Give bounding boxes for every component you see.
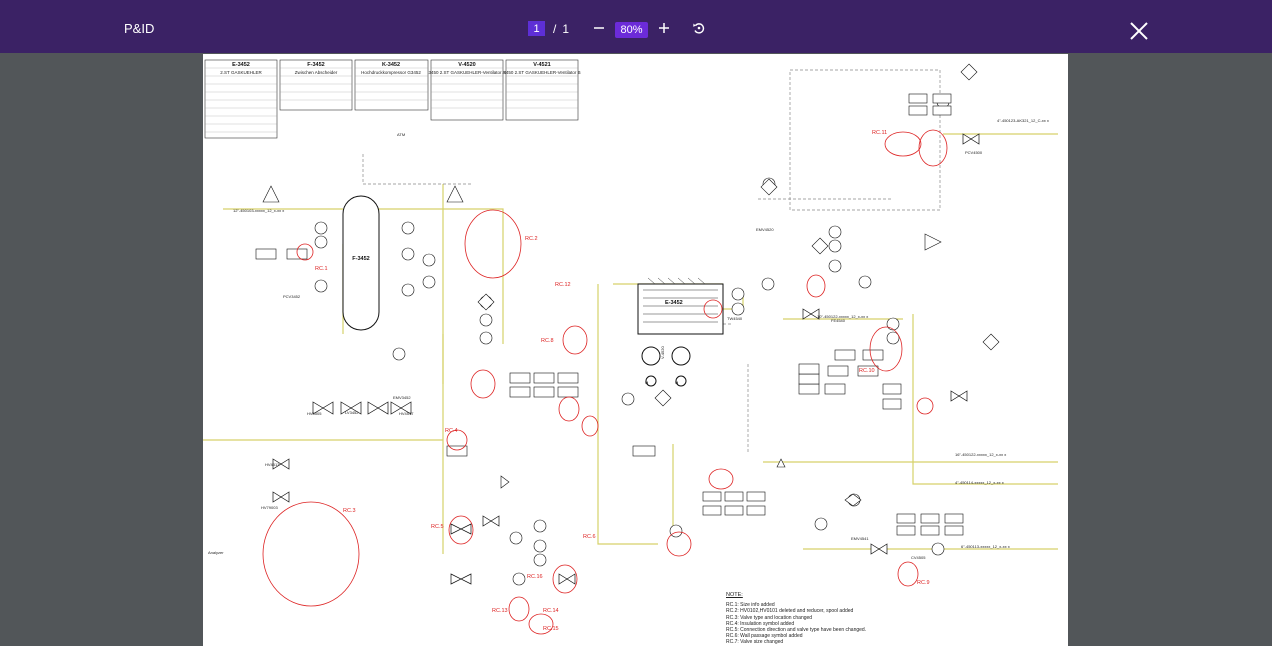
separator-label: F-3452 — [352, 256, 369, 262]
cooler-fans — [641, 346, 691, 387]
header-desc-f3452: Zwischen Abscheider — [295, 70, 338, 75]
pid-diagram: E-3452 F-3452 K-3452 V-4520 V-4521 2.ST … — [203, 59, 1058, 635]
rc-label-6: RC.6 — [583, 534, 596, 540]
rc-label-3: RC.3 — [343, 508, 356, 514]
line-tag-2: 10"-450122-xxxxx_12_x-xx x — [817, 314, 868, 319]
tag-emv4541: EMV4541 — [851, 536, 869, 541]
revision-cloud-outlines — [262, 129, 948, 635]
line-tag-6: 4"-450123-AK321_12_C-xx x — [997, 118, 1049, 123]
plus-icon — [659, 23, 669, 33]
line-tag-1: 12"-450103-xxxxx_12_x-xx x — [233, 208, 284, 213]
header-tag-e3452: E-3452 — [232, 62, 250, 68]
cooler-label: E-3452 — [665, 300, 683, 306]
page-navigator: / 1 — [528, 21, 569, 36]
notes-heading: NOTE: — [726, 592, 743, 598]
triangle-symbols — [262, 185, 942, 489]
header-desc-k3452: Hochdruckkompressor G3452 — [361, 70, 421, 75]
cooler-e3452 — [637, 277, 724, 335]
rotate-button[interactable] — [688, 17, 710, 39]
header-tag-v4521: V-4521 — [533, 62, 550, 68]
tag-hv4505: HV4505 — [307, 411, 322, 416]
header-desc-e3452: 2.ST GASKUEHLER — [220, 70, 262, 75]
fan-a-label: V-4520 — [660, 346, 665, 359]
page-total: 1 — [562, 21, 570, 36]
zoom-in-button[interactable] — [653, 17, 675, 39]
zoom-out-button[interactable] — [588, 17, 610, 39]
rc-label-16: RC.16 — [527, 574, 543, 580]
header-tag-f3452: F-3452 — [307, 62, 324, 68]
tag-emv4520: EMV4520 — [756, 227, 774, 232]
note-item: RC.3: Valve type and location changed — [726, 614, 813, 621]
header-tag-k3452: K-3452 — [382, 62, 400, 68]
process-lines — [203, 133, 1058, 554]
line-tag-4: 4"-450114-xxxxx_12_x-xx x — [955, 480, 1004, 485]
close-icon — [1130, 22, 1148, 40]
tag-pcv3452: PCV3452 — [283, 294, 301, 299]
rc-label-5: RC.5 — [431, 524, 444, 530]
equipment-header-tables — [204, 59, 579, 139]
zoom-level[interactable]: 80% — [615, 22, 648, 38]
rc-label-11: RC.11 — [872, 130, 887, 136]
rc-label-9: RC.9 — [917, 580, 930, 586]
rc-label-10: RC.10 — [859, 368, 875, 374]
header-desc-v4520: 3450 2.ST GASKUEHLER-Ventilator A — [429, 70, 506, 75]
rc-label-4: RC.4 — [445, 428, 458, 434]
document-title: P&ID — [124, 21, 155, 36]
rc-label-12: RC.12 — [555, 282, 571, 288]
analyzer-label: Analyzer — [208, 550, 224, 555]
note-item: RC.5: Connection direction and valve typ… — [726, 627, 867, 634]
line-tag-3: 16"-450122-xxxxx_12_x-xx x — [955, 452, 1006, 457]
pid-drawing-page: E-3452 F-3452 K-3452 V-4520 V-4521 2.ST … — [203, 54, 1068, 646]
tag-hv4517: HV4517 — [399, 411, 414, 416]
tag-cv4505: CV4505 — [911, 555, 926, 560]
tag-hv4513: HV4513 — [265, 462, 280, 467]
page-number-input[interactable] — [528, 21, 545, 36]
revision-notes: NOTE: RC.1: Size info added RC.2: HV0102… — [726, 592, 866, 646]
atm-label: ATM — [397, 132, 405, 137]
instrument-bubbles — [314, 95, 950, 586]
rc-label-13: RC.13 — [492, 608, 508, 614]
tag-lv3452: LV3452 — [345, 410, 359, 415]
instrument-boxes — [255, 93, 964, 536]
tag-pcv4500: PCV4500 — [965, 150, 983, 155]
tag-fe4540: FE4540 — [831, 318, 846, 323]
header-tag-v4520: V-4520 — [458, 62, 475, 68]
line-tag-5: 6"-450113-xxxxx_12_x-xx x — [961, 544, 1010, 549]
close-button[interactable] — [1128, 20, 1150, 42]
svg-text:M: M — [645, 380, 648, 385]
page-separator: / — [553, 21, 557, 36]
rc-label-2: RC.2 — [525, 236, 538, 242]
separator-f3452 — [342, 195, 380, 331]
valves — [272, 133, 980, 585]
note-item: RC.7: Valve size changed — [726, 639, 784, 646]
note-item: RC.6: Wall passage symbol added — [726, 633, 803, 640]
tag-emv3452: EMV3452 — [393, 395, 411, 400]
minus-icon — [594, 27, 604, 29]
note-item: RC.1: Size info added — [726, 602, 775, 609]
rc-label-15: RC.15 — [543, 626, 559, 632]
rc-label-8: RC.8 — [541, 338, 554, 344]
tag-tw4540: TW4540 — [727, 316, 743, 321]
header-desc-v4521: 3450 2.ST GASKUEHLER-Ventilator B — [503, 70, 580, 75]
note-item: RC.4: Insulation symbol added — [726, 620, 795, 627]
indicator-diamonds — [477, 63, 1000, 507]
rc-label-14: RC.14 — [543, 608, 559, 614]
rc-label-1: RC.1 — [315, 266, 328, 272]
tag-hv79003: HV79003 — [261, 505, 278, 510]
rotate-icon — [693, 23, 705, 34]
viewer-toolbar: P&ID / 1 80% — [0, 0, 1272, 53]
note-item: RC.2: HV0102,HV0101 deleted and reducer,… — [726, 608, 854, 615]
svg-text:M: M — [675, 380, 678, 385]
